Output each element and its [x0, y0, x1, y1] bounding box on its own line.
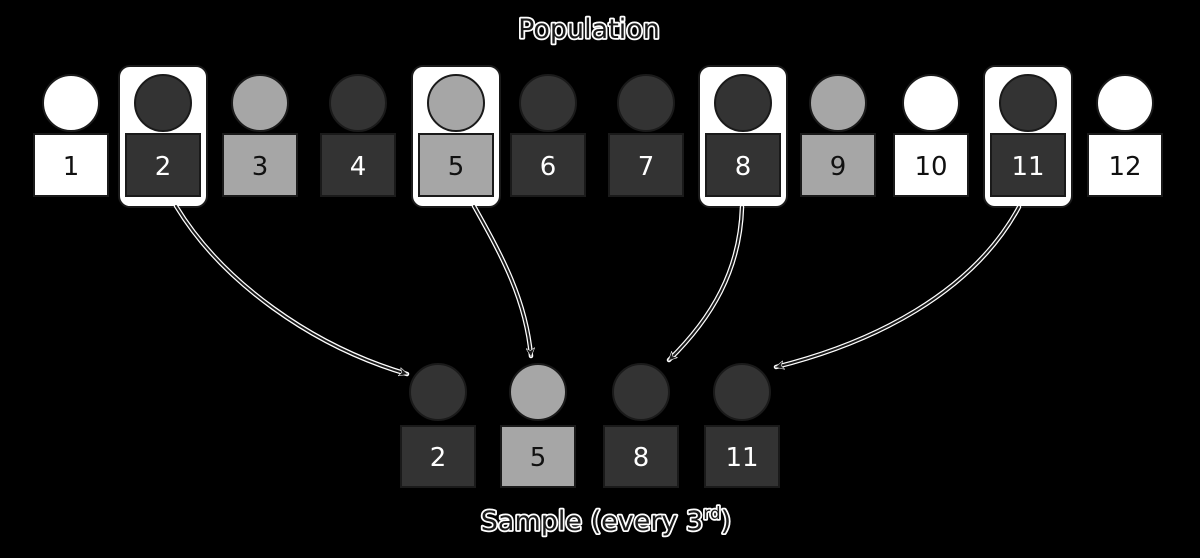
- population-person-12-head: [1096, 74, 1154, 132]
- population-person-4-head: [329, 74, 387, 132]
- population-person-3-number: 3: [252, 152, 269, 182]
- population-person-11-number: 11: [1011, 152, 1044, 182]
- population-person-11: 11: [990, 74, 1066, 197]
- population-person-12-number: 12: [1108, 152, 1141, 182]
- population-person-5-number: 5: [448, 152, 465, 182]
- population-person-5-head: [427, 74, 485, 132]
- caption-superscript: rd: [703, 504, 720, 524]
- population-person-12: 12: [1087, 74, 1163, 197]
- sample-person-2: 2: [400, 363, 476, 488]
- population-person-7-number: 7: [638, 152, 655, 182]
- sample-person-8-head: [612, 363, 670, 421]
- population-person-6: 6: [510, 74, 586, 197]
- selection-arrows: [173, 203, 1022, 374]
- population-person-6-head: [519, 74, 577, 132]
- population-person-1-body: [33, 133, 109, 197]
- population-person-10: 10: [893, 74, 969, 197]
- sample-person-11-head: [713, 363, 771, 421]
- population-person-9: 9: [800, 74, 876, 197]
- caption-text: Sample (every 3: [481, 506, 703, 537]
- population-person-8-body: [705, 133, 781, 197]
- population-person-3-body: [222, 133, 298, 197]
- population-person-4-body: [320, 133, 396, 197]
- sample-person-5: 5: [500, 363, 576, 488]
- population-person-2-number: 2: [155, 152, 172, 182]
- population-person-7-body: [608, 133, 684, 197]
- population-person-7: 7: [608, 74, 684, 197]
- population-person-5: 5: [418, 74, 494, 197]
- population-title: Population: [518, 14, 660, 45]
- sample-person-2-body: [400, 425, 476, 488]
- sample-person-8-number: 8: [633, 443, 650, 473]
- population-person-8-number: 8: [735, 152, 752, 182]
- population-person-11-head: [999, 74, 1057, 132]
- population-person-11-body: [990, 133, 1066, 197]
- selection-arrow-2: [173, 203, 410, 374]
- population-person-12-body: [1087, 133, 1163, 197]
- population-person-5-body: [418, 133, 494, 197]
- population-person-7-head: [617, 74, 675, 132]
- sample-person-5-number: 5: [530, 443, 547, 473]
- sample-person-5-body: [500, 425, 576, 488]
- sample-person-5-head: [509, 363, 567, 421]
- selection-arrow-11: [773, 204, 1022, 367]
- population-person-10-body: [893, 133, 969, 197]
- population-person-1: 1: [33, 74, 109, 197]
- population-person-10-number: 10: [914, 152, 947, 182]
- population-person-9-number: 9: [830, 152, 847, 182]
- population-person-2: 2: [125, 74, 201, 197]
- population-person-2-body: [125, 133, 201, 197]
- population-person-1-number: 1: [63, 152, 80, 182]
- population-person-8-head: [714, 74, 772, 132]
- population-person-1-head: [42, 74, 100, 132]
- population-person-9-head: [809, 74, 867, 132]
- sample-caption: Sample (every 3rd): [481, 504, 731, 537]
- population-person-6-body: [510, 133, 586, 197]
- population-person-6-number: 6: [540, 152, 557, 182]
- sample-person-8: 8: [603, 363, 679, 488]
- selection-arrow-8: [666, 204, 745, 363]
- sample-person-11-number: 11: [725, 443, 758, 473]
- population-person-10-head: [902, 74, 960, 132]
- population-person-4: 4: [320, 74, 396, 197]
- population-person-2-head: [134, 74, 192, 132]
- sample-row: 2 5 8 11: [400, 363, 780, 488]
- population-person-4-number: 4: [350, 152, 367, 182]
- sample-person-11-body: [704, 425, 780, 488]
- population-person-3: 3: [222, 74, 298, 197]
- caption-close: ): [721, 506, 732, 537]
- sample-person-11: 11: [704, 363, 780, 488]
- population-person-9-body: [800, 133, 876, 197]
- selection-arrow-5: [471, 203, 531, 359]
- sample-person-2-number: 2: [430, 443, 447, 473]
- sample-person-8-body: [603, 425, 679, 488]
- population-person-8: 8: [705, 74, 781, 197]
- sample-person-2-head: [409, 363, 467, 421]
- population-person-3-head: [231, 74, 289, 132]
